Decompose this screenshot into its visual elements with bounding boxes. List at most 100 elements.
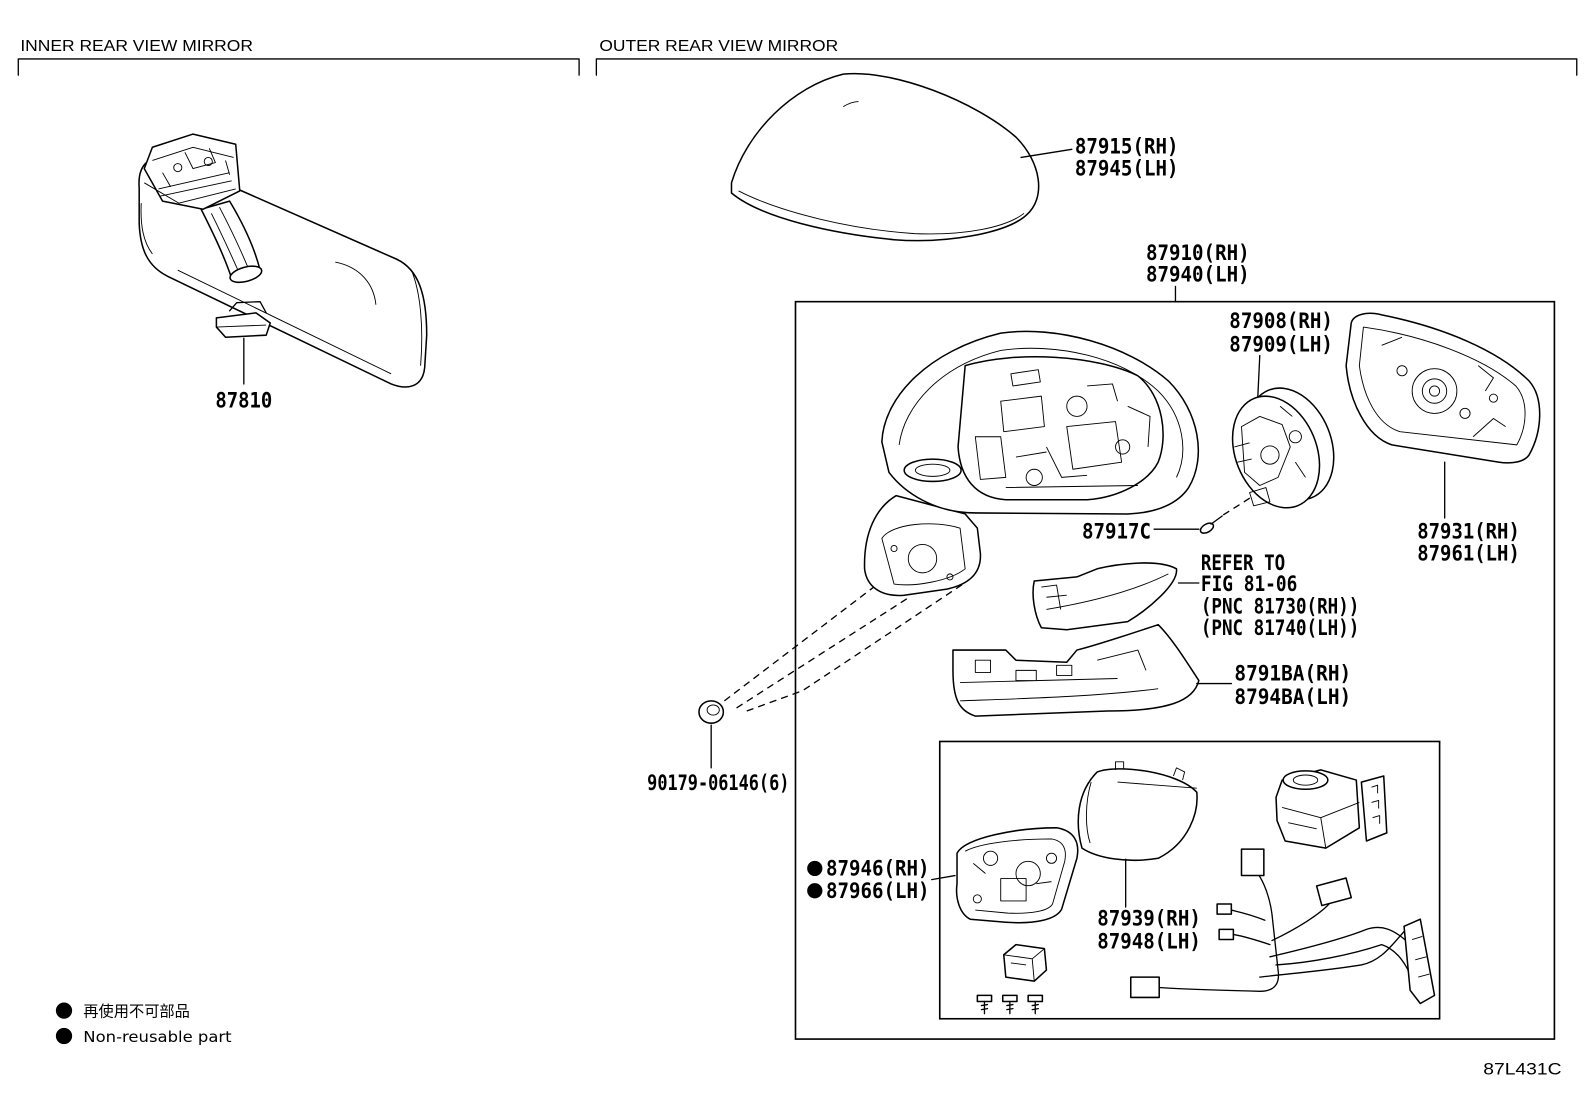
leader-line: [1020, 148, 1073, 159]
housing-boss: [903, 458, 962, 483]
screw: [976, 994, 993, 1003]
sub-glass-outline: [1077, 768, 1198, 861]
bracket-outline: [955, 827, 1079, 924]
mounting-screws: [976, 994, 1044, 1015]
sensor-tab-edge: [216, 324, 267, 328]
callout-87961-lh[interactable]: 87961(LH): [1417, 542, 1520, 567]
nut-90179-06146: [698, 700, 725, 724]
callout-87946-rh[interactable]: 87946(RH): [826, 857, 930, 882]
refer-to-text: REFER TO: [1201, 551, 1285, 576]
screw: [1001, 994, 1018, 1003]
glass-clip: [1488, 393, 1498, 403]
callout-87966-lh[interactable]: 87966(LH): [826, 879, 930, 904]
callout-8791ba-rh[interactable]: 8791BA(RH): [1234, 662, 1351, 687]
callout-87908-rh[interactable]: 87908(RH): [1229, 309, 1333, 334]
housing-shell-inner-edge: [898, 347, 1184, 478]
glass-mount-ring-inner: [1421, 378, 1448, 404]
inner-section-title: INNER REAR VIEW MIRROR: [20, 38, 253, 55]
callout-87945-lh[interactable]: 87945(LH): [1075, 157, 1179, 182]
garnish-outline: [952, 623, 1200, 717]
fold-motor-plate: [1360, 775, 1388, 842]
mirror-actuator-motor: [1231, 387, 1335, 509]
actuator-face: [1231, 395, 1321, 509]
outer-section-title: OUTER REAR VIEW MIRROR: [599, 38, 838, 55]
callout-87917c[interactable]: 87917C: [1082, 519, 1151, 544]
outer-mirror-cover: [730, 72, 1040, 242]
non-reusable-marker-icon: [807, 860, 823, 877]
leader-line: [930, 874, 956, 881]
outer-mirror-housing: [863, 330, 1200, 597]
screw-shank: [980, 1000, 989, 1015]
screw: [1027, 994, 1044, 1003]
harness-end-connector: [1403, 918, 1436, 1005]
callout-87909-lh[interactable]: 87909(LH): [1229, 332, 1333, 357]
housing-foot: [863, 494, 982, 597]
callout-87948-lh[interactable]: 87948(LH): [1097, 930, 1201, 955]
nut-bore: [706, 704, 720, 716]
mirror-cover-outline: [730, 72, 1040, 242]
callout-8794ba-lh[interactable]: 8794BA(LH): [1234, 685, 1351, 710]
screw-head: [1199, 522, 1215, 534]
nut-body: [698, 700, 725, 724]
harness-connector: [1315, 877, 1353, 907]
sensor-cable: [228, 301, 267, 314]
bracket-hole: [972, 894, 982, 904]
legend-japanese: 再使用不可部品: [83, 1003, 190, 1021]
mirror-glass-outline: [1345, 312, 1541, 464]
refer-pnc-lh: (PNC 81740(LH)): [1201, 616, 1359, 641]
refer-figure-link[interactable]: FIG 81-06: [1201, 572, 1298, 597]
turn-signal-lens: [1041, 573, 1169, 610]
callout-87931-rh[interactable]: 87931(RH): [1417, 519, 1520, 544]
screw-shank: [1210, 515, 1223, 525]
outer-section-bracket: [595, 58, 1578, 76]
mount-hole: [203, 156, 213, 167]
garnish-details: [960, 649, 1159, 702]
glass-clip: [1396, 365, 1408, 377]
actuator-details: [1234, 405, 1306, 507]
harness-plug: [1216, 903, 1233, 915]
harness-plug: [1218, 928, 1235, 941]
turn-signal-outline: [1032, 562, 1178, 631]
mirror-sub-glass: [1077, 761, 1198, 861]
inner-rear-view-mirror: [138, 133, 428, 388]
glass-mount-center: [1428, 385, 1441, 397]
bracket-details: [964, 838, 1066, 914]
refer-pnc-rh: (PNC 81730(RH)): [1201, 594, 1359, 619]
actuator-hole: [1288, 430, 1302, 444]
bracket-hole: [982, 850, 999, 866]
screw-87917c: [1199, 515, 1223, 534]
pivot-boss: [1115, 439, 1131, 455]
fold-motor-details: [1282, 801, 1360, 849]
legend-english: Non-reusable part: [83, 1028, 231, 1046]
housing-boss-inner: [914, 463, 951, 477]
leader-line: [1257, 354, 1261, 399]
outer-mirror-glass: [1345, 312, 1541, 464]
housing-mechanism: [974, 369, 1151, 488]
legend-marker-icon: [55, 1002, 73, 1019]
sub-glass-details: [1085, 761, 1197, 844]
small-connector: [1003, 943, 1048, 982]
inner-mirror-body-details: [140, 203, 423, 375]
screw-shank: [1006, 1000, 1014, 1015]
screw-shank: [1031, 1000, 1039, 1015]
figure-code: 87L431C: [1483, 1061, 1562, 1079]
non-reusable-marker-icon: [807, 883, 823, 899]
callout-87915-rh[interactable]: 87915(RH): [1075, 134, 1179, 159]
fold-motor-plate-notches: [1371, 784, 1381, 824]
assembly-dashed-line: [1222, 495, 1255, 516]
bracket-hole: [1015, 860, 1041, 887]
callout-90179-06146[interactable]: 90179-06146(6): [647, 771, 789, 796]
callout-87939-rh[interactable]: 87939(RH): [1097, 906, 1201, 931]
glass-clip: [1459, 407, 1471, 419]
callout-87910-rh[interactable]: 87910(RH): [1146, 241, 1250, 266]
small-connector-edges: [1003, 948, 1045, 982]
harness-wires: [1155, 872, 1413, 992]
mirror-glass-backing: [1358, 326, 1526, 446]
inner-mirror-mount-details: [144, 146, 236, 204]
bracket-hole: [1045, 852, 1058, 864]
small-connector-body: [1003, 943, 1048, 982]
callout-87940-lh[interactable]: 87940(LH): [1146, 262, 1250, 287]
callout-87810[interactable]: 87810: [215, 388, 272, 413]
legend-marker-icon: [55, 1027, 73, 1045]
